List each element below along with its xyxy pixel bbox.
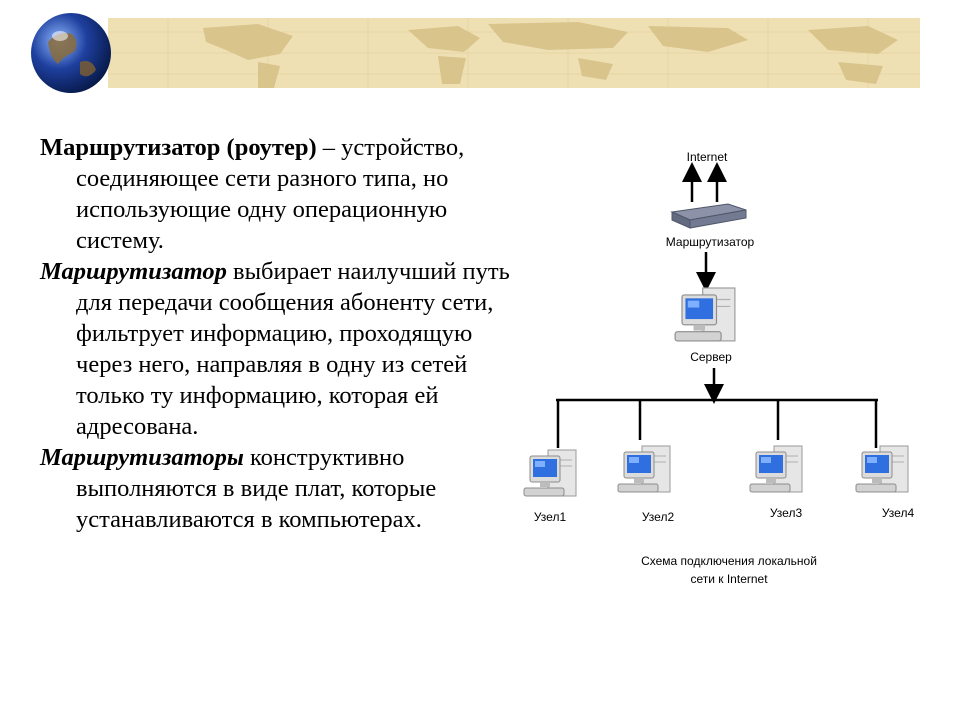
slide-text: Маршрутизатор (роутер) – устройство, сое… (40, 132, 520, 535)
router-icon (670, 203, 747, 229)
paragraph-definition: Маршрутизатор (роутер) – устройство, сое… (40, 132, 520, 256)
term-router-italic: Маршрутизатор (40, 258, 227, 285)
network-bus (556, 398, 878, 448)
world-map-icon (108, 18, 920, 88)
construction-text: конструктивно выполняются в виде плат, к… (76, 444, 437, 533)
node-label-1: Узел1 (534, 510, 567, 524)
term-router: Маршрутизатор (роутер) (40, 134, 317, 161)
definition-text: – устройство, соединяющее сети разного т… (76, 134, 465, 254)
node-computer-4 (855, 445, 909, 493)
node-computer-2 (617, 445, 671, 493)
paragraph-function: Маршрутизатор выбирает наилучший путь дл… (40, 256, 520, 442)
world-map-banner (108, 18, 920, 88)
globe-icon (30, 12, 112, 94)
function-text: выбирает наилучший путь для передачи соо… (76, 258, 510, 440)
node-label-2: Узел2 (642, 510, 675, 524)
term-routers-italic: Маршрутизаторы (40, 444, 244, 471)
server-label: Сервер (690, 350, 732, 364)
caption-line-1: Схема подключения локальной (641, 554, 817, 568)
node-label-4: Узел4 (882, 506, 915, 520)
node-computer-3 (749, 445, 803, 493)
caption-line-2: сети к Internet (690, 572, 768, 586)
node-label-3: Узел3 (770, 506, 803, 520)
router-label: Маршрутизатор (666, 235, 755, 249)
internet-label: Internet (687, 150, 728, 164)
server-icon (674, 287, 736, 342)
node-computer-1 (523, 449, 577, 497)
network-diagram: Internet Маршрутизатор Сервер Узел1 Узел… (510, 140, 930, 600)
paragraph-construction: Маршрутизаторы конструктивно выполняются… (40, 442, 520, 535)
